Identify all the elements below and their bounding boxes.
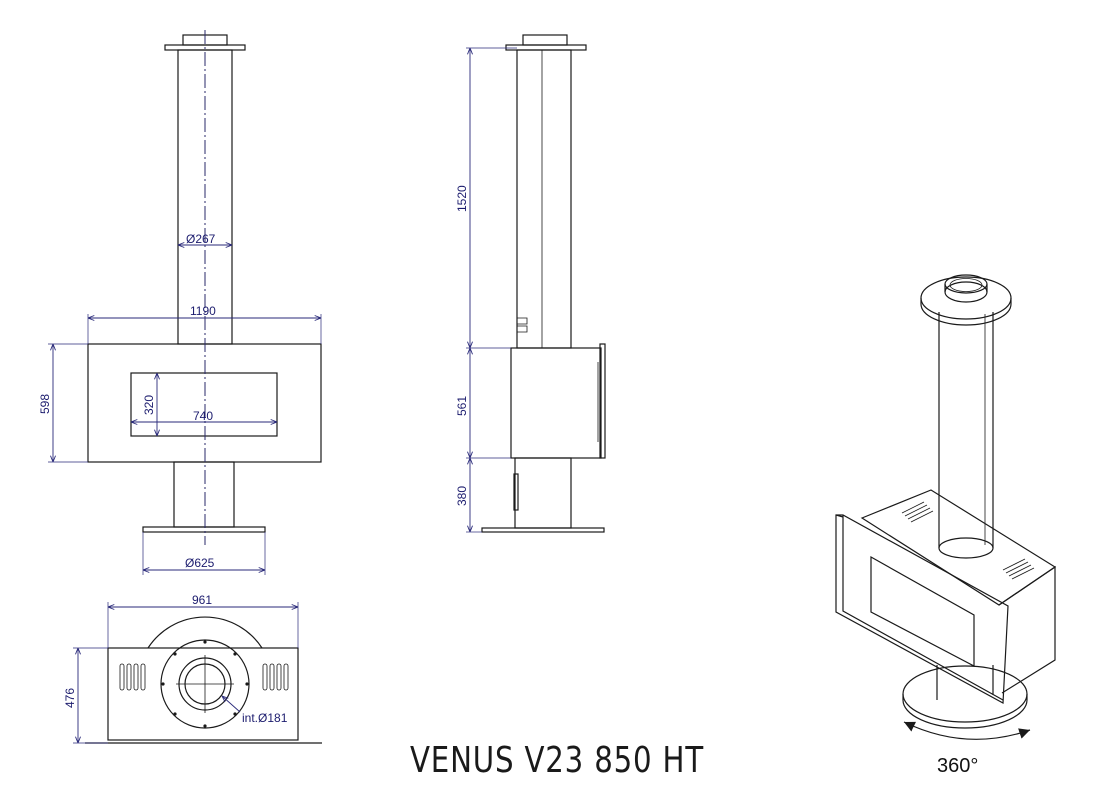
side-pedestal [514, 457, 572, 529]
front-base-plate [142, 526, 266, 533]
rotation-label: 360° [937, 755, 978, 777]
dim-window-height: 320 [142, 395, 156, 415]
dim-base-diameter: Ø625 [185, 556, 215, 570]
dim-pedestal-height: 380 [455, 486, 469, 506]
front-window [130, 372, 278, 437]
iso-flue-pipe [938, 312, 994, 548]
top-vent-left [119, 663, 146, 691]
side-door-panel [599, 343, 606, 459]
top-vent-right [262, 663, 289, 691]
side-flue-cap [505, 44, 587, 51]
dim-top-depth: 476 [63, 688, 77, 708]
side-flue-pipe [516, 49, 572, 349]
top-flue-flange [160, 639, 250, 729]
iso-top-flange [920, 276, 1012, 320]
dim-top-width: 961 [192, 593, 212, 607]
iso-base-disc [902, 665, 1028, 723]
dim-flue-height: 1520 [455, 185, 469, 212]
iso-body-top [860, 489, 1057, 606]
iso-window [870, 555, 975, 667]
iso-pedestal [936, 665, 994, 700]
top-bolt-holes [161, 640, 249, 728]
dim-body-height: 598 [38, 394, 52, 414]
side-flue-collar [522, 34, 568, 46]
top-view: int.Ø181 961 476 [63, 593, 322, 744]
dim-flue-diameter: Ø267 [186, 232, 216, 246]
front-pedestal [173, 461, 235, 528]
dim-body-width: 1190 [190, 304, 216, 318]
iso-body-side [998, 565, 1056, 694]
front-view: Ø267 1190 598 320 740 Ø625 [38, 30, 322, 575]
iso-vents [901, 501, 1035, 580]
iso-flue-outlet [944, 281, 988, 303]
side-flue-clips [517, 317, 528, 333]
side-base-plate [481, 527, 605, 533]
iso-front-plate [835, 514, 1009, 704]
drawing-title: VENUS V23 850 HT [410, 740, 704, 781]
top-body [107, 647, 299, 741]
top-base-arc [147, 616, 263, 649]
isometric-view: 360° [835, 274, 1057, 777]
dim-inner-diameter: int.Ø181 [242, 711, 288, 725]
dim-side-body-height: 561 [455, 396, 469, 416]
dim-window-width: 740 [193, 409, 213, 423]
side-pedestal-handle [513, 473, 519, 511]
side-view: 1520 561 380 [455, 34, 606, 533]
side-body [510, 347, 602, 459]
iso-rotation-arrow [903, 721, 1031, 740]
